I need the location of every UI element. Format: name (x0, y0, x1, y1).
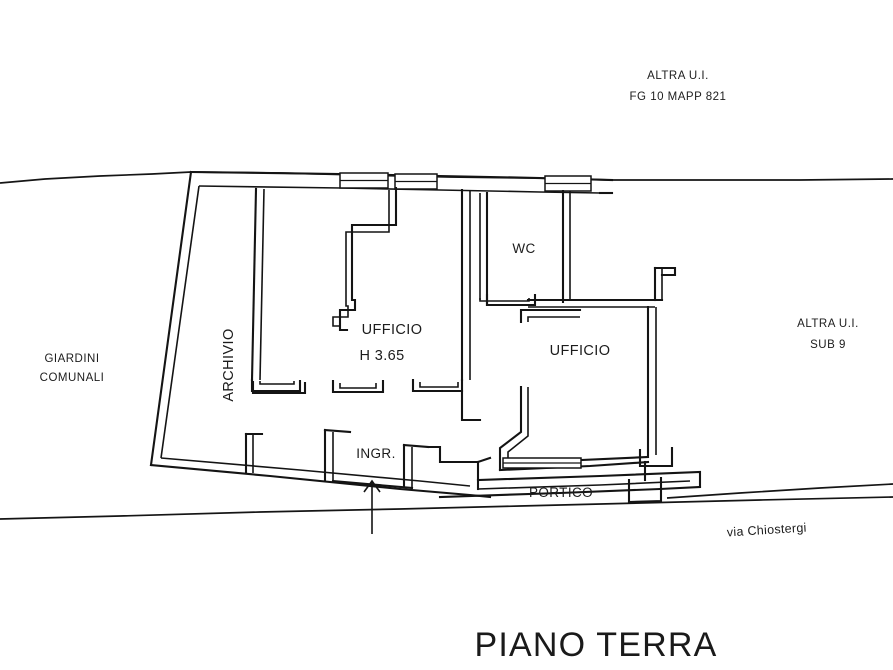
ufficio-ovest-stepped-partition (338, 186, 398, 332)
ufficio-ovest-stepped-partition-inner (332, 190, 390, 327)
room-portico-walls (426, 445, 702, 504)
label-west-area-line2: COMUNALI (40, 372, 105, 384)
portico-bottom-edge (438, 485, 702, 499)
label-room-ingresso: INGR. (356, 446, 396, 461)
label-room-archivio: ARCHIVIO (221, 328, 237, 401)
label-street-name: via Chiostergi (726, 521, 807, 540)
ingresso-west-wall-head (323, 428, 352, 434)
street-edge-line (0, 496, 893, 520)
label-east-parcel-line1: ALTRA U.I. (797, 318, 859, 330)
label-room-ufficio-ovest: UFFICIO (362, 322, 423, 338)
property-boundary-lines (0, 171, 893, 520)
label-room-portico: PORTICO (529, 485, 593, 500)
kerb-line (666, 483, 893, 499)
label-room-ufficio-ovest-height: H 3.65 (359, 348, 404, 364)
exterior-wall-southwest-inner (160, 457, 471, 487)
portico-north-wall-west (426, 445, 492, 464)
exterior-wall-west (149, 170, 193, 467)
room-ufficio-est-walls (498, 305, 674, 472)
room-archivio-walls (244, 187, 302, 474)
portico-door-opening (502, 457, 582, 469)
label-room-wc: WC (512, 241, 535, 256)
wall-stub-right (411, 378, 464, 393)
north-wall-openings (339, 172, 592, 192)
window-north-3 (544, 175, 592, 192)
exterior-wall-west-inner (160, 185, 200, 459)
building-outline (149, 170, 614, 499)
wall-stub-archivio-door-left (251, 380, 307, 395)
entrance-arrow-icon (363, 479, 381, 534)
archivio-east-wall (250, 187, 258, 382)
archivio-east-wall-inner (259, 188, 265, 381)
ufficio-est-lower-stepped-wall (498, 385, 523, 472)
label-west-area-line1: GIARDINI (44, 353, 99, 365)
window-north-2 (394, 173, 438, 190)
ufficio-ovest-south-jamb (460, 389, 482, 422)
room-wc-walls (479, 189, 677, 308)
room-ufficio-ovest-walls (251, 186, 482, 422)
north-property-line-east (612, 178, 893, 181)
east-wall-notch (653, 266, 677, 277)
label-north-parcel-line1: ALTRA U.I. (647, 70, 709, 82)
plan-labels: ALTRA U.I. FG 10 MAPP 821 ALTRA U.I. SUB… (40, 70, 859, 664)
ufficio-est-upper-stub-inner (527, 316, 580, 322)
window-north-1 (339, 172, 389, 189)
ingresso-east-wall-head (402, 443, 430, 449)
wall-stub-center (331, 379, 385, 394)
wall-stub-center-inner (339, 383, 377, 389)
label-room-ufficio-est: UFFICIO (550, 343, 611, 359)
portico-south-wall (476, 470, 702, 488)
exterior-wall-southwest (149, 463, 492, 499)
ufficio-est-upper-stub (519, 308, 582, 324)
portico-north-wall-east (579, 455, 650, 462)
portico-column (627, 460, 663, 504)
page-title: PIANO TERRA (474, 626, 717, 664)
exterior-wall-north-inner (198, 185, 601, 194)
label-east-parcel-line2: SUB 9 (810, 339, 846, 351)
label-north-parcel-line2: FG 10 MAPP 821 (630, 91, 727, 103)
archivio-door-jamb-lower-inner (259, 381, 295, 385)
wall-stub-right-inner (419, 382, 459, 388)
